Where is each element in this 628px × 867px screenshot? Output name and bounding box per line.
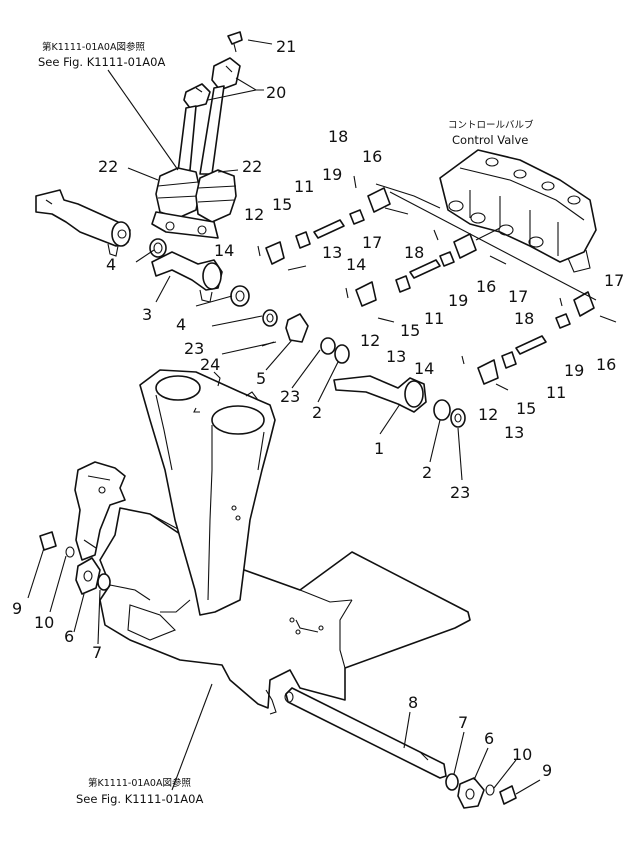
callout-14-middle: 14 — [346, 255, 366, 274]
bottom-reference-jp: 第K1111-01A0A図参照 — [88, 777, 191, 789]
callout-18-middle: 18 — [404, 243, 424, 262]
callout-17-lower: 17 — [604, 271, 624, 290]
lever-shaft-8 — [284, 687, 447, 779]
callout-4-left: 4 — [106, 255, 116, 274]
callout-13-upper: 13 — [322, 243, 342, 262]
callout-2-upper: 2 — [312, 403, 322, 422]
callout-15-upper: 15 — [272, 195, 292, 214]
callout-14-upper: 14 — [214, 241, 234, 260]
callout-11-middle: 11 — [424, 309, 444, 328]
callout-4-center: 4 — [176, 315, 186, 334]
callout-5: 5 — [256, 369, 266, 388]
link-rod-upper — [257, 175, 441, 271]
callout-23-center: 23 — [280, 387, 300, 406]
callout-7-left: 7 — [92, 643, 102, 662]
callout-7-right: 7 — [458, 713, 468, 732]
lever-3 — [151, 251, 223, 303]
link-rod-middle — [345, 229, 507, 323]
callout-18-upper: 18 — [328, 127, 348, 146]
callout-18-lower: 18 — [514, 309, 534, 328]
callout-12-lower: 12 — [478, 405, 498, 424]
callout-8: 8 — [408, 693, 418, 712]
bushings-and-washers — [39, 31, 517, 809]
top-reference-en: See Fig. K1111-01A0A — [38, 55, 165, 69]
callout-19-lower: 19 — [564, 361, 584, 380]
callout-10-left: 10 — [34, 613, 54, 632]
control-valve-label-jp: コントロールバルブ — [448, 119, 534, 131]
callout-17-upper: 17 — [362, 233, 382, 252]
callout-15-lower: 15 — [516, 399, 536, 418]
callout-6-left: 6 — [64, 627, 74, 646]
callout-19-upper: 19 — [322, 165, 342, 184]
callout-22-left: 22 — [98, 157, 118, 176]
callout-10-right: 10 — [512, 745, 532, 764]
callout-14-lower: 14 — [414, 359, 434, 378]
callout-9-right: 9 — [542, 761, 552, 780]
left-arm-bracket — [35, 189, 131, 257]
control-valve-label-en: Control Valve — [452, 133, 528, 147]
floor-plate — [99, 507, 471, 715]
leader-lines — [27, 39, 541, 795]
callout-16-middle: 16 — [476, 277, 496, 296]
callout-9-left: 9 — [12, 599, 22, 618]
callout-12-upper: 12 — [244, 205, 264, 224]
control-valve — [439, 149, 597, 273]
callout-19-middle: 19 — [448, 291, 468, 310]
callout-13-lower: 13 — [504, 423, 524, 442]
lever-stand-tower — [139, 369, 276, 616]
connection-lines — [389, 191, 597, 301]
callout-21: 21 — [276, 37, 296, 56]
callout-15-middle: 15 — [400, 321, 420, 340]
callout-11-lower: 11 — [546, 383, 566, 402]
callout-13-middle: 13 — [386, 347, 406, 366]
top-reference-jp: 第K1111-01A0A図参照 — [42, 41, 145, 53]
callout-23-lower: 23 — [450, 483, 470, 502]
callout-17-middle: 17 — [508, 287, 528, 306]
callout-24: 24 — [200, 355, 220, 374]
callout-11-upper: 11 — [294, 177, 314, 196]
callout-6-right: 6 — [484, 729, 494, 748]
callout-20: 20 — [266, 83, 286, 102]
callout-23-left: 23 — [184, 339, 204, 358]
link-rod-lower — [461, 291, 617, 391]
control-levers — [151, 57, 241, 239]
callout-1: 1 — [374, 439, 384, 458]
pedal-bracket — [74, 461, 126, 561]
callout-3: 3 — [142, 305, 152, 324]
callout-2-lower: 2 — [422, 463, 432, 482]
bottom-reference-en: See Fig. K1111-01A0A — [76, 792, 203, 806]
callout-16-upper: 16 — [362, 147, 382, 166]
callout-12-middle: 12 — [360, 331, 380, 350]
callout-22-right: 22 — [242, 157, 262, 176]
callout-16-lower: 16 — [596, 355, 616, 374]
